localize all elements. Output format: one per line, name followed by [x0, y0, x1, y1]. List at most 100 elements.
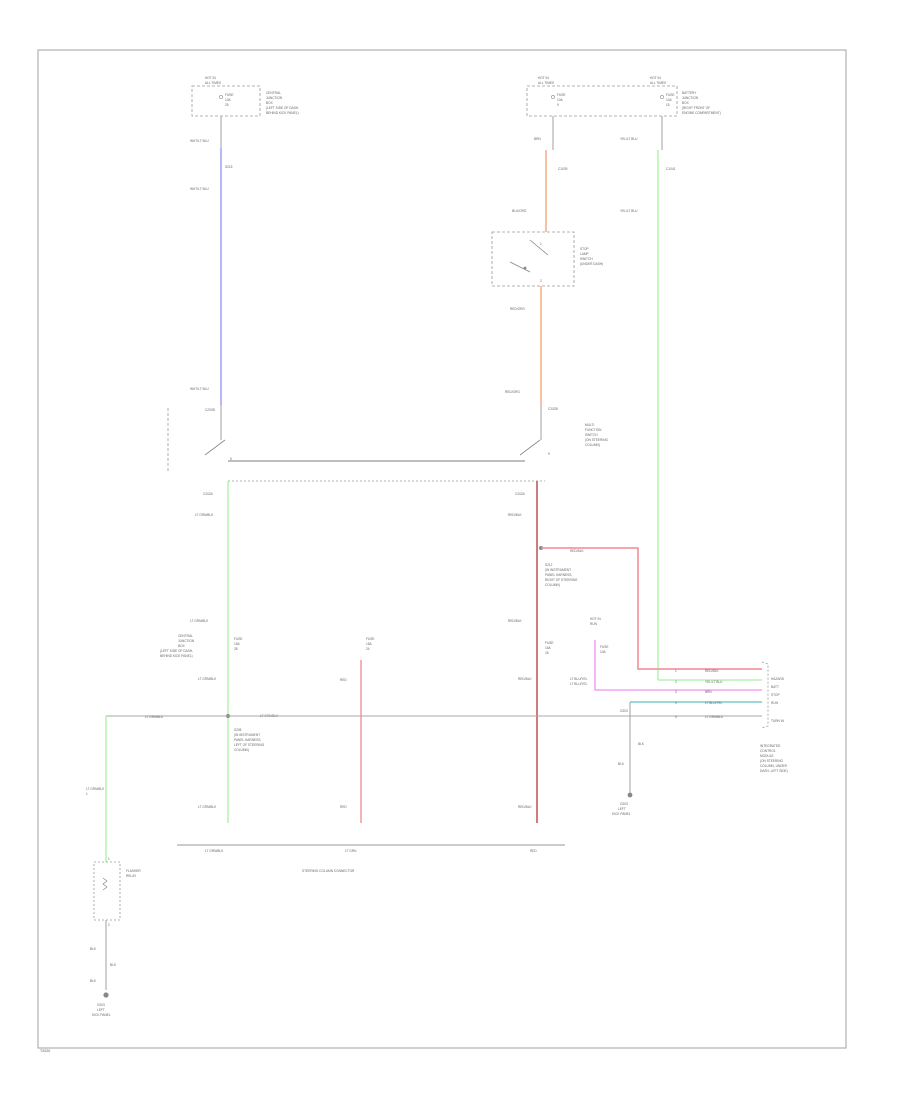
left-splice-0: S205 — [234, 728, 242, 732]
relay-wire-bot: BLK — [90, 947, 97, 951]
switch-label-3: (ON STEERING — [585, 438, 609, 442]
harness-wire-l: LT GRN/BLK — [205, 849, 224, 853]
mid-fuse-label: FUSE — [366, 637, 375, 641]
switch-conn-top: C202B — [548, 407, 558, 411]
fuse-box-right-title-0: BATTERY — [682, 91, 697, 95]
left-fuse-label: FUSE — [234, 637, 243, 641]
fuse-right-a-num: 9 — [557, 103, 559, 107]
fuse-box-right-top-a: HOT IN — [538, 76, 549, 80]
module-pin-label-2: STOP — [771, 693, 780, 697]
stop-switch-label-0: STOP — [580, 247, 589, 251]
fuse-right-a-amp: 10A — [557, 98, 564, 102]
integrated-control-module: RED/BLK YEL/LT BLU BRN LT BLU/YEL LT GRN… — [675, 661, 788, 773]
mid-wire-low: RED — [340, 805, 347, 809]
ground-left-num: G203 — [97, 1003, 105, 1007]
switch-conn-bottom: C202A — [515, 492, 526, 496]
stop-lamp-switch: STOP LAMP SWITCH (UNDER DASH) BLU/ORG RE… — [491, 209, 603, 311]
ground-right-g: G203 — [620, 802, 628, 806]
switch-pin-l: 5 — [230, 457, 232, 461]
ground-right-icon — [627, 792, 633, 798]
mid-fuse-amp: 15A — [366, 642, 373, 646]
right-splice-2: PANEL HARNESS, — [545, 573, 572, 577]
fuse-box-left-title-0: CENTRAL — [266, 91, 281, 95]
switch-conn-top-left: C202B — [205, 408, 215, 412]
switch-pivot — [523, 266, 527, 270]
fuse-box-left-title-4: BEHIND KICK PANEL) — [266, 111, 299, 115]
diagram-frame — [37, 49, 847, 1049]
wire-right-b-color-low: YEL/LT BLU — [620, 209, 638, 213]
ground-right: G203 BLK BLK G203 LEFT KICK PANEL — [612, 702, 645, 816]
fuse-box-left-top-label: HOT IN — [205, 76, 216, 80]
relay-pin-a: 1 — [108, 857, 110, 861]
wire-right-b-color: YEL/LT BLU — [620, 137, 638, 141]
stop-lamp-switch-outline — [491, 231, 575, 287]
right-splice-0: S212 — [545, 563, 553, 567]
fuse-box-left-outline — [191, 85, 261, 117]
stop-switch-wire-out: RED/ORG — [510, 307, 525, 311]
right-splice-4: COLUMN) — [545, 583, 560, 587]
module-pin-num-3: 4 — [675, 701, 677, 705]
mid-branch: FUSE 15A 24 RED RED — [340, 637, 375, 809]
relay-coil — [102, 877, 108, 891]
left-jb-3: (LEFT SIDE OF DASH, — [160, 649, 193, 653]
wire-ltblu-yel — [594, 640, 762, 691]
stop-switch-wire-in: BLU/ORG — [512, 209, 527, 213]
wire-right-b-num: C1041 — [666, 167, 676, 171]
power-small-wire: LT BLU/YEL — [570, 677, 588, 681]
module-outline — [761, 661, 769, 729]
switch-label-4: COLUMN) — [585, 443, 600, 447]
fuse-box-right: HOT IN ALL TIMES HOT IN ALL TIMES FUSE 1… — [526, 76, 721, 213]
left-fuse-amp: 15A — [234, 642, 241, 646]
right-branch-wire-mid: RED/BLK — [508, 619, 523, 623]
right-branch-wire-low: RED/BLK — [518, 677, 533, 681]
left-branch: LT GRN/BLK LT GRN/BLK CENTRAL JUNCTION B… — [160, 513, 279, 809]
left-splice-2: PANEL HARNESS, — [234, 738, 261, 742]
fuse-box-right-title-3: (RIGHT FRONT OF — [682, 106, 710, 110]
left-splice-4: COLUMN) — [234, 748, 249, 752]
ground-right-line-0: LEFT — [618, 807, 626, 811]
ground-left-line-0: LEFT — [97, 1008, 105, 1012]
module-pin-num-4: 5 — [675, 715, 677, 719]
fuse-box-right-outline — [526, 85, 678, 117]
switch-label-2: SWITCH — [585, 433, 598, 437]
module-title-0: INTEGRATED — [760, 744, 781, 748]
switch-right-wire: RED/ORG — [505, 390, 520, 394]
module-title-2: MODULE — [760, 754, 774, 758]
fuse-right-b-icon — [660, 95, 664, 99]
right-splice-1: (IN INSTRUMENT — [545, 568, 571, 572]
relay-wire-top-num: 1 — [86, 792, 88, 796]
relay-label-0: FLASHER — [126, 869, 141, 873]
ground-right-wire-2: BLK — [618, 762, 625, 766]
relay-label-1: RELAY — [126, 874, 137, 878]
fuse-right-b-label: FUSE — [666, 93, 675, 97]
fuse-box-left-title-2: BOX — [266, 101, 274, 105]
bus-wire-left-label: LT GRN/BLK — [145, 715, 164, 719]
wire-left-top-color: WHT/LT BLU — [190, 139, 209, 143]
power-small-label2: RUN — [590, 622, 598, 626]
stop-switch-pin-b: 2 — [540, 279, 542, 283]
fuse-right-a-icon — [551, 95, 555, 99]
left-fuse-num: 28 — [234, 647, 238, 651]
fuse-right-b-num: 15 — [666, 103, 670, 107]
module-title-1: CONTROL — [760, 749, 776, 753]
power-small-fuse-num: 10A — [600, 650, 607, 654]
fuse-box-right-title-4: ENGINE COMPARTMENT) — [682, 111, 721, 115]
ground-left-wire: BLK — [110, 963, 117, 967]
module-title-5: DASH, LEFT SIDE) — [760, 769, 788, 773]
fuse-left-num: 25 — [225, 103, 229, 107]
ground-left-wire-2: BLK — [90, 979, 97, 983]
right-branch-wire-bottom: RED/BLK — [518, 805, 533, 809]
module-pin-label-3: RUN — [771, 701, 779, 705]
right-fuse-num: 26 — [545, 651, 549, 655]
fuse-right-b-amp: 10A — [666, 98, 673, 102]
module-pin-num-1: 2 — [675, 680, 677, 684]
module-pin-num-0: 1 — [675, 669, 677, 673]
right-cross-wire: RED/BLK — [570, 549, 585, 553]
power-small-fuse: FUSE — [600, 645, 609, 649]
fuse-box-left-top-label2: ALL TIMES — [205, 81, 221, 85]
power-small: HOT IN RUN FUSE 10A LT BLU/YEL LT BLU/YE… — [570, 617, 609, 686]
module-pin-label-0: HAZARD — [771, 677, 785, 681]
harness-wire-m: LT GRN — [345, 849, 357, 853]
power-small-wire-num: LT BLU/YEL — [570, 682, 588, 686]
fuse-left-label: FUSE — [225, 93, 234, 97]
